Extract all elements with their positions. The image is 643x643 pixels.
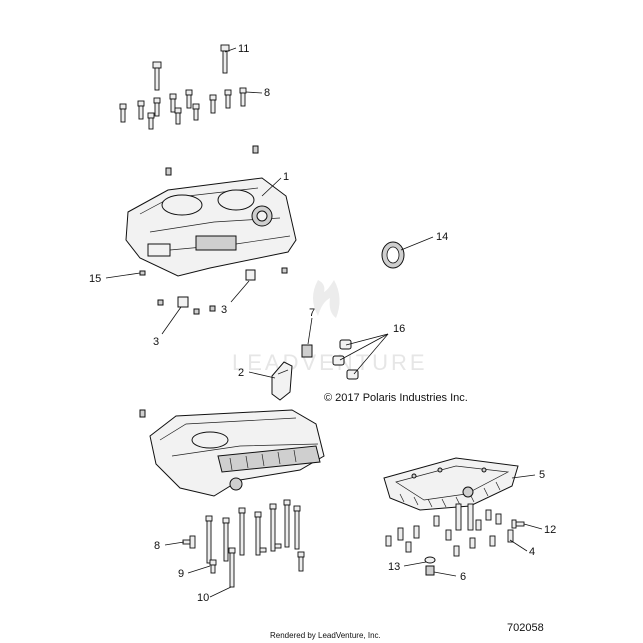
callout-10: 10 [197, 592, 209, 604]
leader-lines [105, 47, 543, 598]
bolt-group-4-12 [385, 503, 525, 557]
callout-labels: 11 8 1 14 15 3 3 7 16 2 5 12 4 8 9 10 13… [89, 43, 556, 604]
callout-8-lower: 8 [154, 540, 160, 552]
bolt-group-8-top [119, 61, 247, 130]
caps-16 [332, 339, 359, 380]
callout-3-left: 3 [153, 336, 159, 348]
callout-3-right: 3 [221, 304, 227, 316]
callout-15: 15 [89, 273, 101, 285]
leadventure-watermark: LEADVENTURE [232, 280, 428, 375]
callout-13: 13 [388, 561, 400, 573]
callout-16: 16 [393, 323, 405, 335]
bolt-11 [220, 44, 230, 74]
bushing-7 [301, 344, 313, 358]
callout-11: 11 [238, 43, 249, 55]
callout-6: 6 [460, 571, 466, 583]
watermark-text: LEADVENTURE [232, 350, 428, 375]
lower-crankcase [149, 409, 325, 497]
copyright-text: © 2017 Polaris Industries Inc. [324, 392, 468, 404]
callout-5: 5 [539, 469, 545, 481]
callout-1: 1 [283, 171, 289, 183]
callout-4: 4 [529, 546, 535, 558]
bracket-2 [271, 361, 293, 401]
bolt-8-lower [182, 535, 196, 549]
dowel-pins-top [139, 145, 259, 418]
seal-14 [381, 241, 405, 269]
rendered-by-credit: Rendered by LeadVenture, Inc. [270, 631, 381, 640]
upper-crankcase [125, 177, 297, 277]
callout-9: 9 [178, 568, 184, 580]
callout-2: 2 [238, 367, 244, 379]
bearing-shells-3 [139, 267, 288, 315]
diagram-number: 702058 [507, 622, 544, 634]
drain-plug-6 [425, 565, 435, 576]
oil-pan [383, 457, 519, 511]
bolt-group-9-10 [205, 499, 305, 588]
callout-12: 12 [544, 524, 556, 536]
callout-7: 7 [309, 307, 315, 319]
callout-8-top: 8 [264, 87, 270, 99]
washer-13 [424, 556, 436, 564]
callout-14: 14 [436, 231, 448, 243]
